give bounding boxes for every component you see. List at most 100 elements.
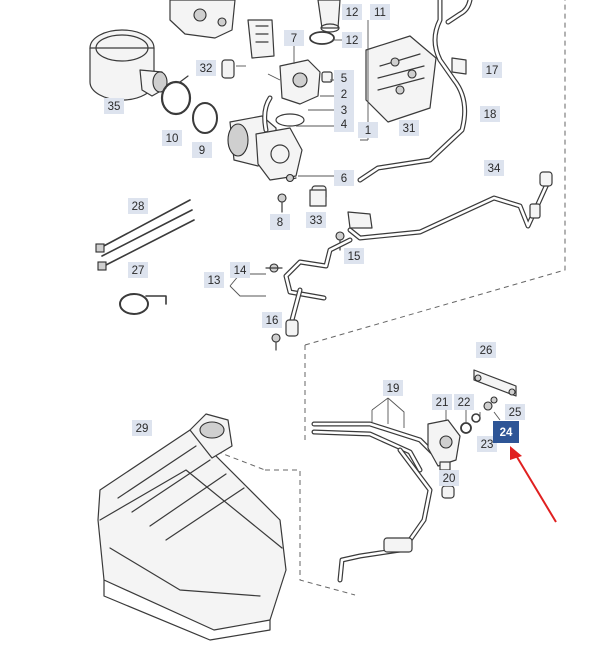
part-label-box [306,212,326,228]
part-label-box [104,98,124,114]
part-label-box [342,32,362,48]
part-main-valve-assembly [227,59,333,213]
highlight-arrow [510,446,557,523]
part-label-box [270,214,290,230]
part-22-oring [460,422,472,434]
part-label-box [493,421,519,443]
part-9-oring [192,102,218,134]
part-label-number: 2 [341,89,347,101]
part-label-box [344,248,364,264]
part-top-bracket [169,0,236,39]
part-label-box [454,394,474,410]
part-20-nut [441,485,455,499]
part-label-number: 4 [341,119,348,131]
part-label: 16 [262,312,282,328]
part-label-box [334,86,354,102]
part-label: 31 [399,120,419,136]
part-label: 35 [104,98,124,114]
part-label-highlighted: 24 [493,421,519,443]
part-label-number: 12 [346,7,359,19]
part-label: 1 [358,122,378,138]
part-label-number: 6 [341,173,347,185]
part-label-box [334,116,354,132]
part-label-box [204,272,224,288]
part-label-box [132,420,152,436]
part-label-number: 17 [486,65,499,77]
part-label-number: 9 [199,145,205,157]
part-label: 29 [132,420,152,436]
part-label: 17 [482,62,502,78]
part-label-box [476,342,496,358]
part-label-box [477,436,497,452]
part-label-box [439,470,459,486]
part-label: 8 [270,214,290,230]
part-label-number: 29 [136,423,149,435]
part-12-clip [309,31,335,45]
part-label-number: 14 [234,265,247,277]
part-label-box [342,4,362,20]
part-label: 20 [439,470,459,486]
part-label-number: 22 [458,397,471,409]
part-label: 10 [162,130,182,146]
part-label: 6 [334,170,354,186]
part-label-box [358,122,378,138]
part-label: 2 [334,86,354,102]
part-label-box [484,160,504,176]
part-13-lines [265,237,353,351]
part-label-number: 10 [166,133,179,145]
part-10-clamp [160,75,192,116]
part-labels: 1233456789101112121314151617181920212223… [104,4,525,486]
part-label-number: 15 [348,251,361,263]
part-29-airbox [97,413,287,641]
part-label-number: 20 [443,473,456,485]
part-top-pipe [317,0,341,33]
part-7-block [247,19,275,59]
part-label-number: 34 [488,163,501,175]
part-label-box [383,380,403,396]
part-19-lines [311,421,435,583]
part-label: 19 [383,380,403,396]
part-label: 3 [334,102,354,118]
part-34-hose [347,171,553,241]
part-label: 34 [484,160,504,176]
part-27-clamp [119,293,167,315]
part-label-box [334,170,354,186]
part-label-box [128,198,148,214]
part-label-number: 1 [365,125,371,137]
part-23-fitting [471,413,481,423]
part-label-number: 7 [291,33,297,45]
part-label: 12 [342,32,362,48]
part-label-box [334,70,354,86]
part-label: 5 [334,70,354,86]
part-label-box [128,262,148,278]
part-label: 12 [342,4,362,20]
part-label: 27 [128,262,148,278]
part-label: 14 [230,262,250,278]
part-label-number: 35 [108,101,121,113]
part-label: 9 [192,142,212,158]
part-label-box [284,30,304,46]
part-label-box [262,312,282,328]
part-label-number: 24 [500,427,513,439]
part-label-box [192,142,212,158]
part-label-number: 33 [310,215,323,227]
part-label: 25 [505,404,525,420]
part-label: 15 [344,248,364,264]
part-label-box [432,394,452,410]
part-31-cover [365,35,437,123]
part-label: 23 [477,436,497,452]
part-label-number: 5 [341,73,347,85]
part-label: 13 [204,272,224,288]
part-label-number: 19 [387,383,400,395]
part-label-box [505,404,525,420]
part-label-box [162,130,182,146]
part-label: 18 [480,106,500,122]
part-label: 33 [306,212,326,228]
part-label-box [399,120,419,136]
part-label-number: 23 [481,439,494,451]
part-label-number: 27 [132,265,145,277]
part-label: 32 [196,60,216,76]
part-25-bolt [483,396,498,411]
part-21-valve [427,419,461,471]
